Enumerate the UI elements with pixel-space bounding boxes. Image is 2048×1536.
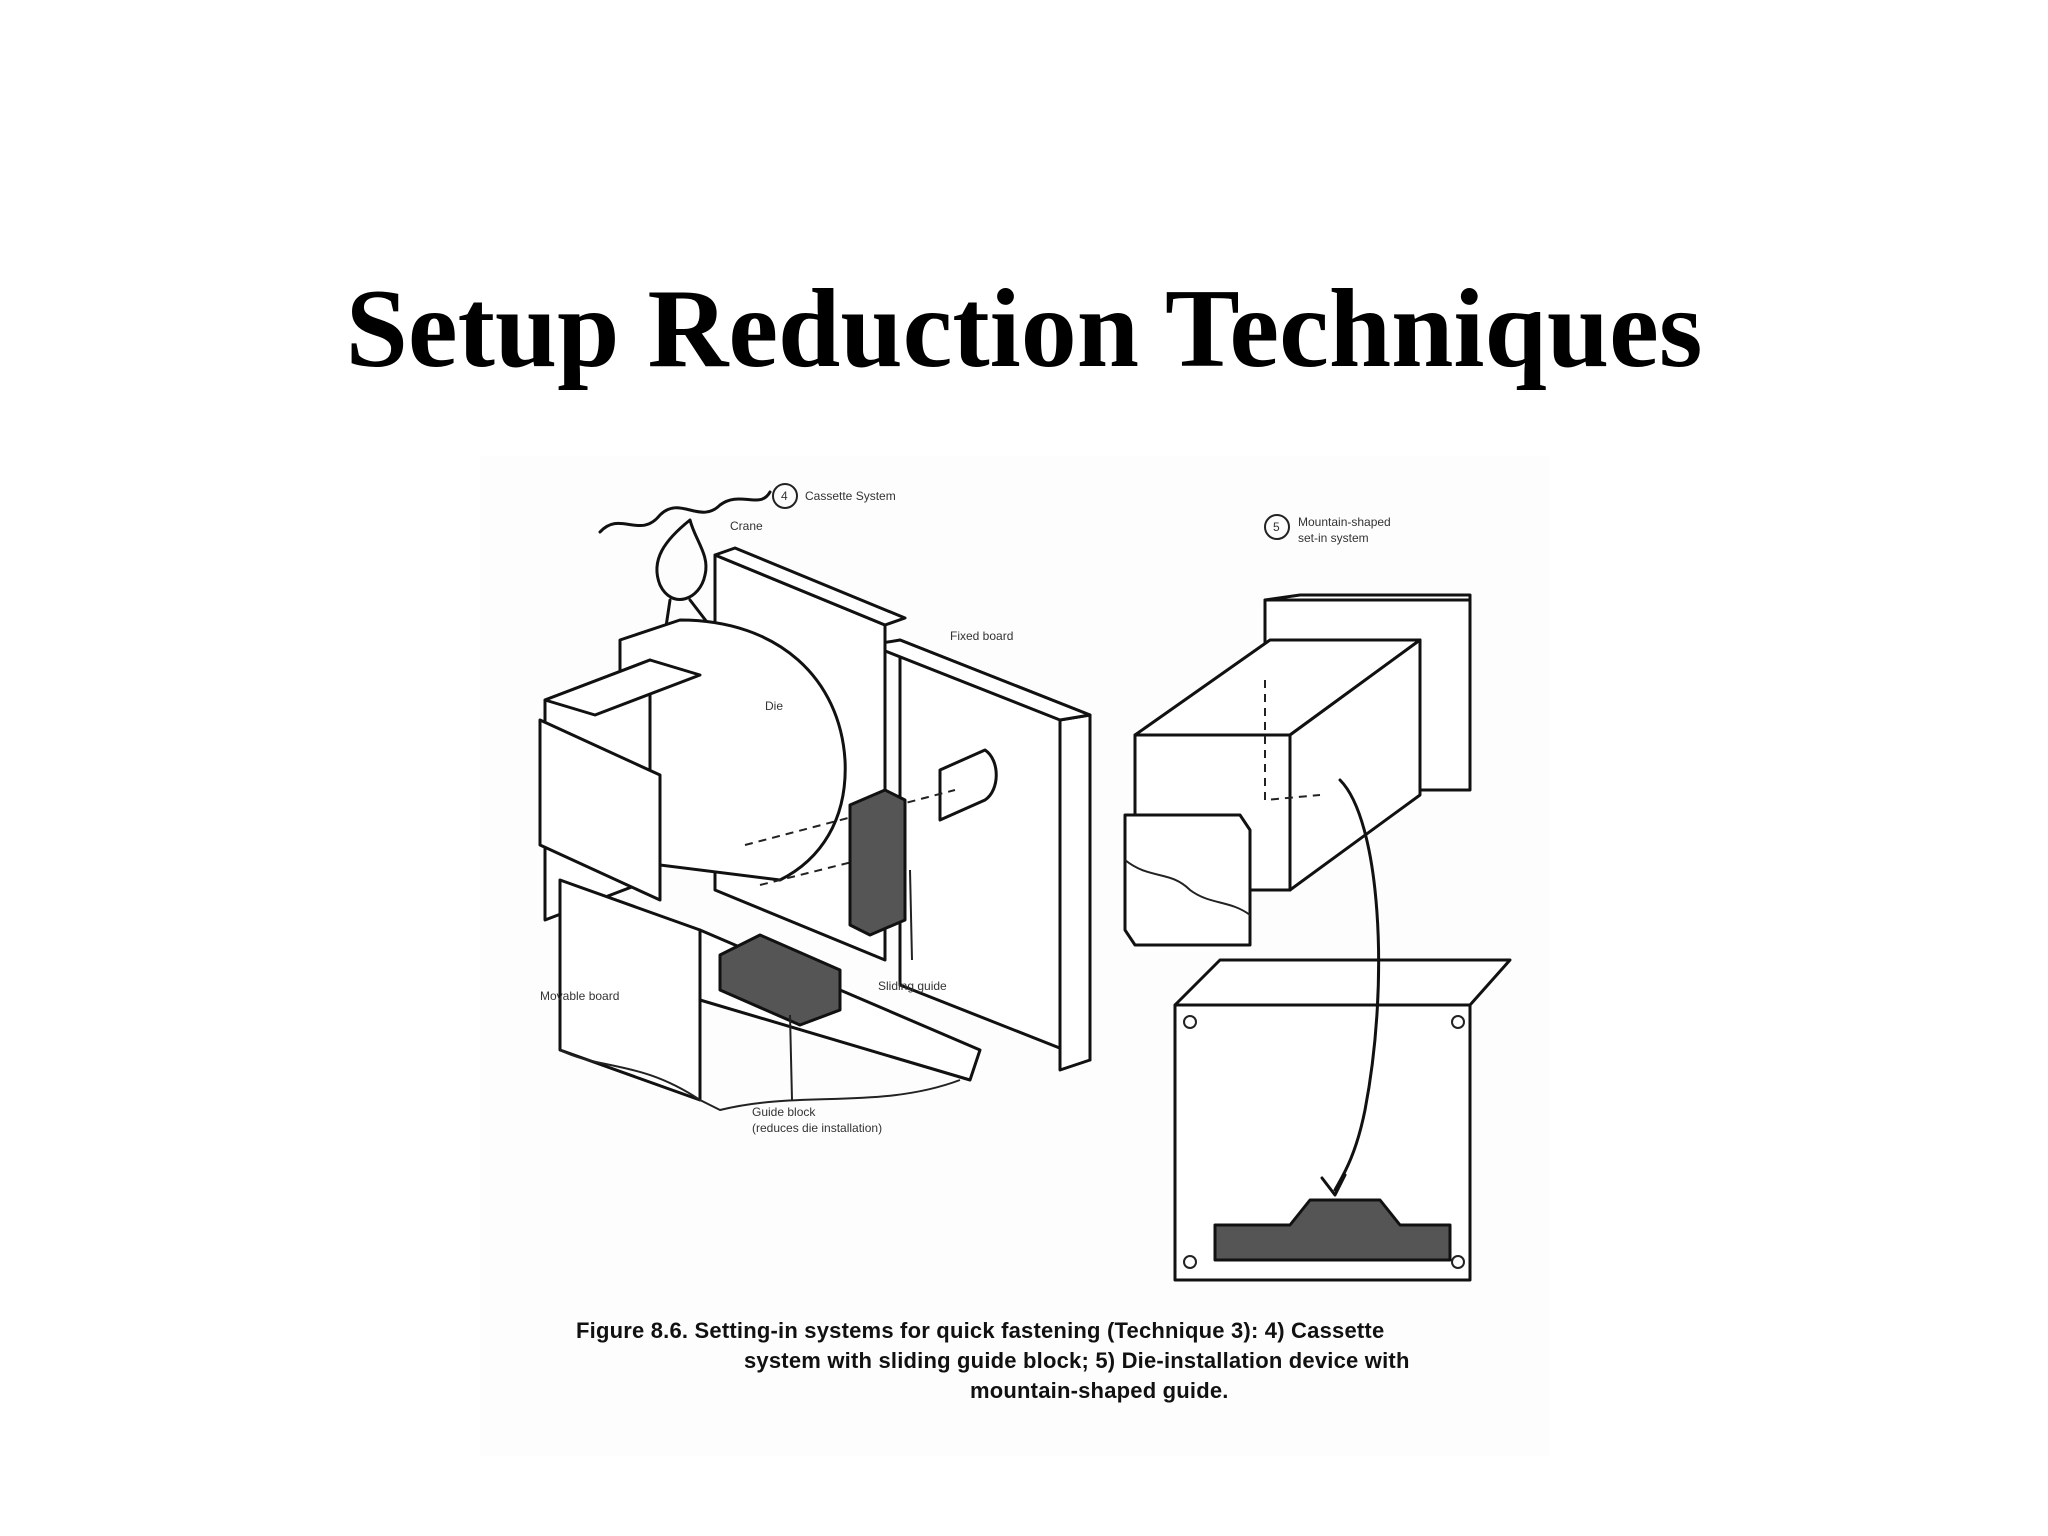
mountain-shaped-guide <box>1213 1198 1452 1262</box>
label-guide-block-1: Guide block <box>752 1105 816 1119</box>
figure-caption: Figure 8.6. Setting-in systems for quick… <box>560 1316 1520 1406</box>
bolt-hole-tl <box>1183 1015 1197 1029</box>
label-movable-board: Movable board <box>540 989 619 1003</box>
marker-5-circle <box>1264 514 1290 540</box>
label-mountain-1: Mountain-shaped <box>1298 515 1391 529</box>
label-mountain-2: set-in system <box>1298 531 1369 545</box>
insertion-arrow <box>1333 778 1381 1192</box>
guide-slot <box>938 748 998 822</box>
bolt-hole-tr <box>1451 1015 1465 1029</box>
arm-block <box>1123 813 1252 947</box>
guide-path-lower <box>759 849 901 886</box>
guide-block-leader <box>789 1014 793 1101</box>
slide-title: Setup Reduction Techniques <box>345 267 1703 392</box>
caption-line-1: Figure 8.6. Setting-in systems for quick… <box>576 1318 1385 1343</box>
carriage-top <box>543 658 702 717</box>
bolt-hole-br <box>1451 1255 1465 1269</box>
label-guide-block-2: (reduces die installation) <box>752 1121 882 1135</box>
sliding-guide-line <box>909 869 913 961</box>
press-box-top <box>1263 593 1472 602</box>
label-sliding-guide: Sliding guide <box>878 979 947 993</box>
bolt-hole-bl <box>1183 1255 1197 1269</box>
crane-rope <box>598 490 772 534</box>
sliding-guide-block <box>848 788 907 937</box>
guide-block <box>718 933 842 1027</box>
caption-line-3: mountain-shaped guide. <box>970 1378 1229 1403</box>
crane-sling <box>655 518 708 601</box>
label-fixed-board: Fixed board <box>950 629 1013 643</box>
die-holder-side <box>1288 638 1422 892</box>
label-crane: Crane <box>730 519 763 533</box>
bed-plate-top <box>1173 958 1512 1007</box>
fixed-board-side <box>1058 713 1092 1072</box>
marker-5: 5 <box>1273 520 1280 534</box>
insertion-arrowhead <box>1320 1173 1347 1197</box>
label-cassette-system: Cassette System <box>805 489 896 503</box>
marker-4-circle <box>772 483 798 509</box>
base-edge <box>559 1049 961 1112</box>
label-die: Die <box>765 699 783 713</box>
mountain-shaped-illustration: 5 Mountain-shaped set-in system <box>1123 514 1512 1282</box>
cassette-system-illustration: 4 Cassette System Crane Fixed board Die … <box>538 483 1092 1135</box>
left-block <box>538 718 662 902</box>
marker-4: 4 <box>781 489 788 503</box>
arm-break <box>1124 859 1251 916</box>
caption-line-2: system with sliding guide block; 5) Die-… <box>744 1348 1410 1373</box>
bed-plate-front <box>1173 1003 1472 1282</box>
die-holder-hidden-edge <box>1264 680 1321 802</box>
back-plate-edge <box>713 546 907 627</box>
